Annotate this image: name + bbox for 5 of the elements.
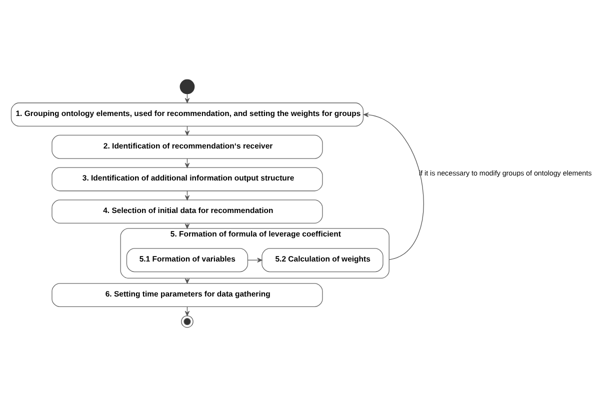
arrow [248,258,262,262]
node-circle [180,79,195,94]
arrow [184,278,190,284]
arrow [364,112,424,260]
node-circle [181,315,194,328]
